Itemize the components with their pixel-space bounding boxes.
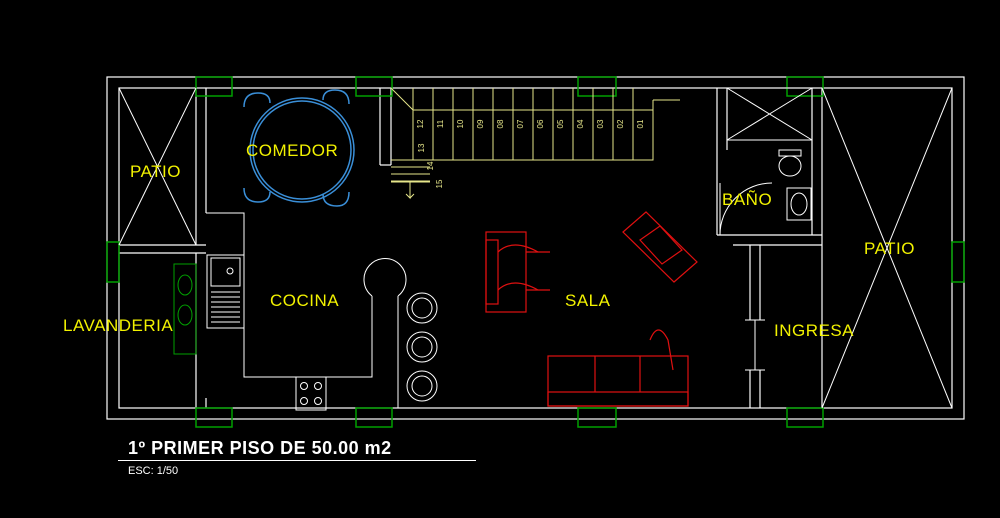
stair-step-number: 03 xyxy=(596,119,605,128)
interior-walls xyxy=(119,88,823,408)
stair-step-number: 12 xyxy=(416,119,425,128)
stair-step-number: 01 xyxy=(636,119,645,128)
stair-step-number: 08 xyxy=(496,119,505,128)
stair-step-number: 15 xyxy=(435,179,444,188)
stair-step-number: 02 xyxy=(616,119,625,128)
stair-step-number: 10 xyxy=(456,119,465,128)
room-label-lavanderia: LAVANDERIA xyxy=(63,316,174,335)
laundry-sinks xyxy=(173,263,197,355)
left-patio-void xyxy=(118,87,197,246)
entry-door xyxy=(745,319,765,371)
stove-icon xyxy=(295,376,327,411)
structural-columns xyxy=(106,76,965,428)
sofa-icon xyxy=(547,329,689,407)
room-label-comedor: COMEDOR xyxy=(246,141,339,160)
stair-step-number: 14 xyxy=(426,161,435,170)
stair-treads xyxy=(391,88,634,182)
stair-step-number: 09 xyxy=(476,119,485,128)
room-label-ingresa: INGRESA xyxy=(774,321,855,340)
dining-table-icon xyxy=(243,89,355,207)
room-label-bano: BAÑO xyxy=(722,190,773,209)
title-underline xyxy=(118,460,476,461)
drawing-title: 1º PRIMER PISO DE 50.00 m2 xyxy=(128,438,392,458)
stair-step-number: 05 xyxy=(556,119,565,128)
stair-step-number: 13 xyxy=(417,143,426,152)
stair-step-number: 11 xyxy=(436,119,445,128)
room-label-patio-right: PATIO xyxy=(864,239,915,258)
toilet-icon xyxy=(778,149,802,177)
kitchen-counter xyxy=(206,212,407,408)
room-label-sala: SALA xyxy=(565,291,611,310)
armchair-icon xyxy=(485,231,550,313)
sink-icon xyxy=(786,187,812,221)
room-label-cocina: COCINA xyxy=(270,291,340,310)
bath-door xyxy=(719,182,773,236)
stair-step-number: 06 xyxy=(536,119,545,128)
bath-shaft xyxy=(726,87,813,141)
room-label-patio-left: PATIO xyxy=(130,162,181,181)
tv-unit-icon xyxy=(622,211,698,283)
drawing-scale: ESC: 1/50 xyxy=(128,465,179,477)
bar-stools xyxy=(406,292,438,402)
stair-step-number: 07 xyxy=(516,119,525,128)
stair-step-number: 04 xyxy=(576,119,585,128)
right-patio-void xyxy=(821,87,953,409)
